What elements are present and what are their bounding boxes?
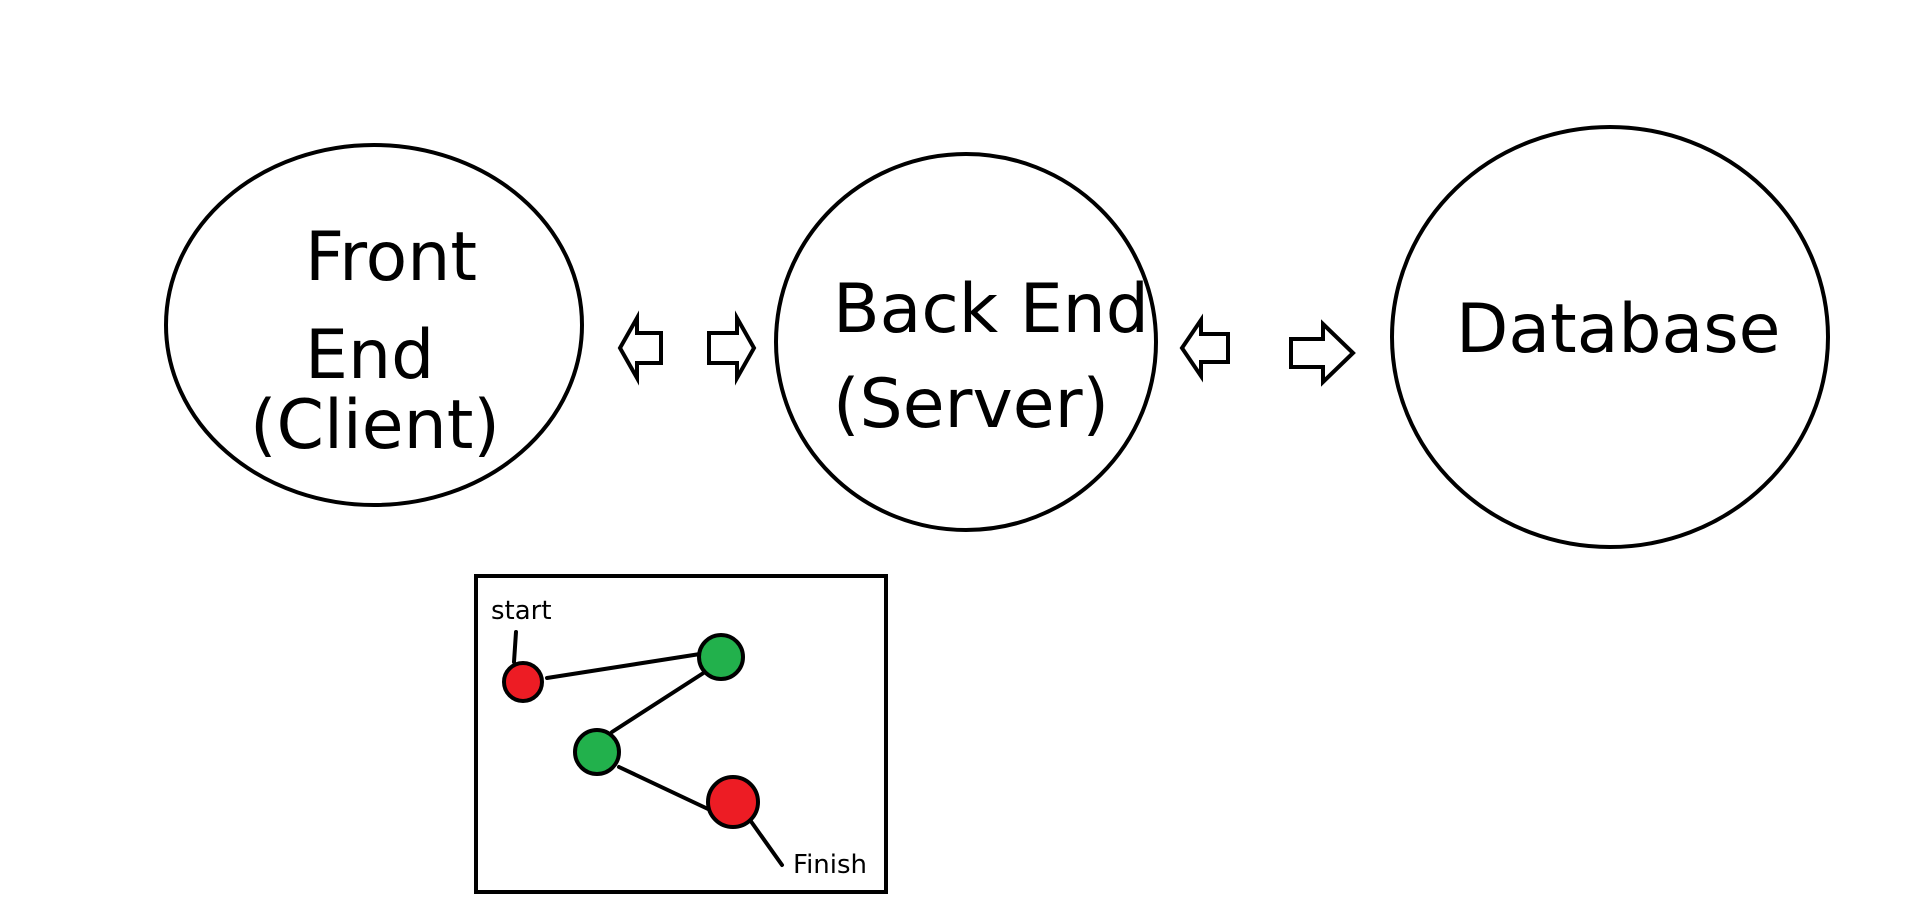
path-link	[545, 652, 702, 680]
back-database-arrows	[1179, 313, 1356, 387]
finish-label: Finish	[793, 850, 867, 880]
path-link	[610, 670, 707, 734]
start-pointer-line	[512, 630, 518, 664]
front-end-ellipse	[164, 143, 584, 507]
path-diagram-frame	[474, 574, 888, 894]
front-end-label-line2: End	[305, 316, 434, 395]
back-end-label-line2: (Server)	[833, 365, 1109, 444]
start-label: start	[491, 596, 552, 626]
finish-node	[706, 775, 760, 829]
right-arrow-icon	[1289, 319, 1356, 387]
right-arrow-icon	[707, 310, 757, 386]
database-label: Database	[1456, 290, 1780, 369]
front-end-node: Front End (Client)	[164, 143, 584, 507]
start-node	[502, 661, 544, 703]
left-arrow-icon	[1179, 313, 1230, 383]
front-back-arrows	[617, 310, 757, 386]
database-ellipse	[1390, 125, 1830, 549]
front-end-label-line3: (Client)	[250, 386, 500, 465]
back-end-label-line1: Back End	[833, 270, 1149, 349]
back-end-node: Back End (Server)	[774, 152, 1158, 532]
path-diagram: start Finish	[474, 574, 888, 894]
waypoint-node	[697, 633, 745, 681]
finish-pointer-line	[748, 818, 784, 867]
path-link	[617, 765, 710, 811]
back-end-ellipse	[774, 152, 1158, 532]
database-node: Database	[1390, 125, 1830, 549]
front-end-label-line1: Front	[305, 218, 477, 297]
waypoint-node	[573, 728, 621, 776]
left-arrow-icon	[617, 310, 663, 386]
